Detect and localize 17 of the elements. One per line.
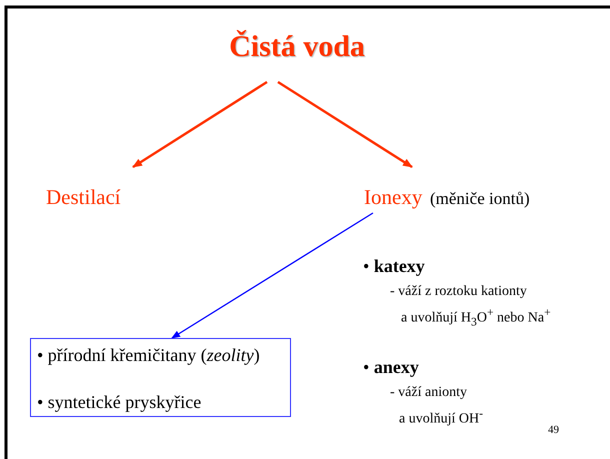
bullet-heading: • anexy — [363, 357, 419, 378]
description-text: - váží z roztoku kationty — [390, 284, 527, 300]
note-text: (měniče iontů) — [430, 189, 530, 209]
bullet-item: • syntetické pryskyřice — [37, 392, 202, 413]
description-text: - váží anionty — [390, 385, 467, 401]
page-number: 49 — [548, 424, 559, 436]
category-label: Destilací — [46, 185, 121, 210]
category-label: Ionexy — [364, 185, 422, 210]
bullet-item: • přírodní křemičitany (zeolity) — [37, 345, 260, 366]
bullet-heading: • katexy — [363, 256, 425, 277]
arrow — [171, 212, 374, 339]
heading-text: Čistá voda — [229, 30, 365, 64]
description-text: a uvolňují H$_{3}$O$^{+}$ nebo Na$^{+}$ — [401, 306, 551, 328]
list-box — [30, 338, 291, 417]
arrow — [277, 80, 413, 168]
arrow — [132, 80, 268, 168]
description-text: a uvolňují OH$^{-}$ — [399, 407, 483, 428]
